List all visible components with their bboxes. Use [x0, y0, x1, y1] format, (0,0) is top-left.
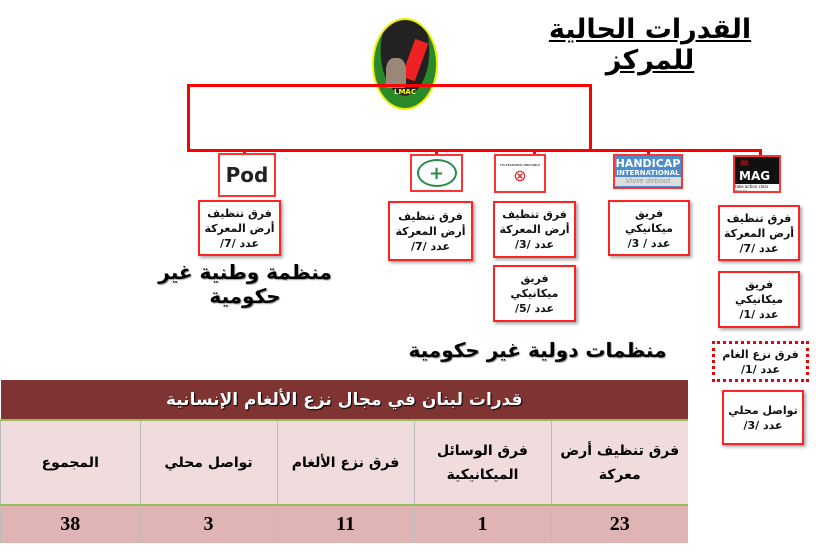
- green-cross-logo: +: [410, 154, 463, 192]
- value-cell: 38: [0, 505, 140, 543]
- table-header-row: فرق تنظيف أرض معركة فرق الوسائل الميكاني…: [0, 420, 688, 506]
- mag-logo: ☠ MAG take action clear mines: [733, 155, 781, 193]
- national-ngo-label: منظمة وطنية غير حكومية: [158, 260, 332, 308]
- page-title: القدرات الحالية للمركز: [548, 14, 752, 76]
- table-title: قدرات لبنان في مجال نزع الألغام الإنساني…: [0, 380, 688, 421]
- connector: [759, 149, 762, 155]
- connector: [533, 149, 536, 155]
- pod-logo: Pod: [218, 153, 276, 197]
- table-value-row: 23 1 11 3 38: [0, 505, 688, 543]
- value-cell: 11: [276, 505, 414, 543]
- connector: [187, 84, 591, 87]
- connector: [435, 149, 438, 155]
- value-cell: 3: [139, 505, 277, 543]
- header-cell: فرق تنظيف أرض معركة: [550, 420, 688, 506]
- header-cell: المجموع: [0, 420, 140, 506]
- international-ngo-label: منظمات دولية غير حكومية: [408, 338, 667, 362]
- lmac-logo: LMAC: [372, 18, 438, 110]
- header-cell: فرق الوسائل الميكانيكية: [413, 420, 551, 506]
- connector: [187, 149, 762, 152]
- connector: [187, 84, 190, 152]
- connector: [243, 149, 246, 155]
- value-cell: 1: [413, 505, 551, 543]
- lmac-label: LMAC: [394, 88, 416, 96]
- header-cell: فرق نزع الألغام: [276, 420, 414, 506]
- capacity-table: قدرات لبنان في مجال نزع الألغام الإنساني…: [0, 380, 688, 543]
- handicap-international-logo: HANDICAP INTERNATIONAL Vivre debout: [613, 154, 683, 189]
- header-cell: تواصل محلي: [139, 420, 277, 506]
- connector: [647, 149, 650, 155]
- folkekirkens-logo: FOLKEKIRKENS NØDHJÆLP ⊗: [494, 154, 546, 193]
- connector: [589, 84, 592, 152]
- value-cell: 23: [550, 505, 688, 543]
